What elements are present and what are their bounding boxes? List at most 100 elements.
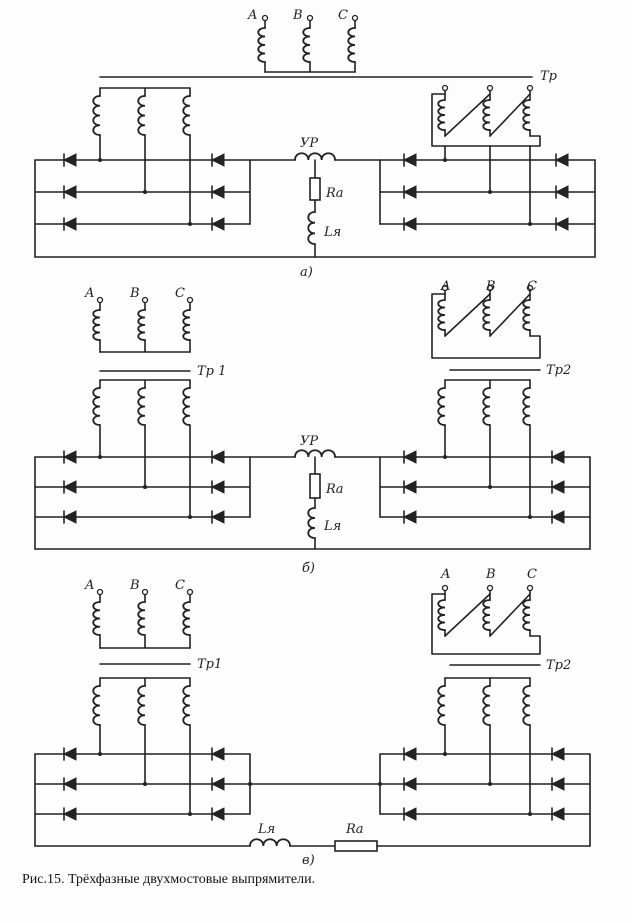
terminal-circle — [441, 584, 449, 592]
terminal-circle — [261, 14, 269, 22]
junction-dot — [188, 222, 192, 226]
winding-coil — [257, 27, 266, 63]
diode-symbol — [550, 510, 565, 524]
phase-label-a: A — [440, 567, 450, 582]
diode-symbol — [210, 807, 225, 821]
transformer1-label: Тр 1 — [197, 364, 226, 379]
diode-triangle — [402, 747, 417, 761]
winding-coil — [347, 27, 356, 63]
winding-coil — [182, 601, 191, 636]
delta-primary — [431, 284, 541, 359]
diode-triangle — [62, 807, 77, 821]
winding-coil — [437, 685, 446, 726]
delta-link-wire — [489, 293, 531, 337]
inductor-label: Lя — [323, 225, 341, 240]
junction-dot — [98, 455, 102, 459]
winding-coil — [522, 599, 531, 631]
junction-dot — [528, 222, 532, 226]
phase-label-c: C — [338, 8, 348, 23]
junction-dot — [98, 158, 102, 162]
diode-symbol — [62, 450, 77, 464]
phase-label-c: C — [175, 286, 185, 301]
panel-sublabel: а) — [300, 265, 313, 280]
resistor-symbol — [309, 473, 321, 499]
diode-triangle — [210, 480, 225, 494]
diode-symbol — [550, 777, 565, 791]
phase-label-b: B — [129, 578, 140, 593]
terminal-circle — [306, 14, 314, 22]
delta-link-wire — [444, 293, 491, 337]
diode-triangle — [62, 153, 77, 167]
diode-triangle — [62, 450, 77, 464]
diode-triangle — [554, 185, 569, 199]
left-bridge — [34, 677, 251, 847]
diode-triangle — [402, 807, 417, 821]
diode-symbol — [402, 185, 417, 199]
winding-coil — [482, 599, 491, 631]
diode-triangle — [62, 777, 77, 791]
junction-dot — [248, 782, 252, 786]
diode-symbol — [210, 480, 225, 494]
junction-dot — [188, 515, 192, 519]
reactor-label: УР — [300, 434, 318, 449]
winding-coil — [437, 387, 446, 426]
terminal-circle — [486, 84, 494, 92]
terminal-circle — [486, 584, 494, 592]
transformer1-label: Тр1 — [197, 657, 222, 672]
phase-label-c: C — [527, 567, 537, 582]
diode-triangle — [210, 807, 225, 821]
right-bridge — [379, 84, 596, 258]
terminal-circle — [186, 296, 194, 304]
winding-coil — [522, 387, 531, 426]
junction-dot — [188, 812, 192, 816]
diode-symbol — [402, 747, 417, 761]
delta-primary — [431, 84, 541, 147]
diode-symbol — [402, 153, 417, 167]
phase-label-b: B — [485, 567, 496, 582]
diode-symbol — [210, 185, 225, 199]
diode-triangle — [550, 777, 565, 791]
right-bridge — [379, 677, 591, 847]
diode-triangle — [210, 217, 225, 231]
inductor-coil — [249, 838, 291, 847]
terminal-circle — [441, 84, 449, 92]
diode-symbol — [550, 480, 565, 494]
diode-triangle — [402, 480, 417, 494]
junction-dot — [443, 752, 447, 756]
diode-triangle — [402, 153, 417, 167]
inductor-label: Lя — [323, 519, 341, 534]
terminal-circle — [141, 588, 149, 596]
diode-triangle — [210, 153, 225, 167]
transformer2-label: Тр2 — [546, 658, 571, 673]
diode-triangle — [210, 510, 225, 524]
diode-symbol — [402, 510, 417, 524]
winding-coil — [482, 99, 491, 131]
diode-symbol — [554, 185, 569, 199]
junction-dot — [378, 782, 382, 786]
winding-coil — [182, 309, 191, 341]
left-bridge — [34, 87, 596, 258]
diode-symbol — [62, 747, 77, 761]
winding-coil — [182, 95, 191, 136]
diode-symbol — [210, 153, 225, 167]
resistor-symbol — [334, 840, 378, 852]
phase-label-c: C — [527, 279, 537, 294]
diode-triangle — [62, 185, 77, 199]
diode-triangle — [62, 217, 77, 231]
load-branch — [249, 449, 381, 550]
winding-coil — [307, 211, 316, 245]
phase-label-a: A — [247, 8, 257, 23]
winding-coil — [522, 99, 531, 131]
junction-dot — [143, 485, 147, 489]
winding-coil — [92, 601, 101, 636]
diode-triangle — [550, 510, 565, 524]
diode-triangle — [210, 450, 225, 464]
resistor-label: Rа — [325, 482, 344, 497]
winding-coil — [137, 309, 146, 341]
delta-link-wire — [489, 593, 531, 637]
winding-coil — [437, 299, 446, 331]
panel-sublabel: б) — [302, 561, 315, 576]
load-branch — [249, 152, 381, 258]
